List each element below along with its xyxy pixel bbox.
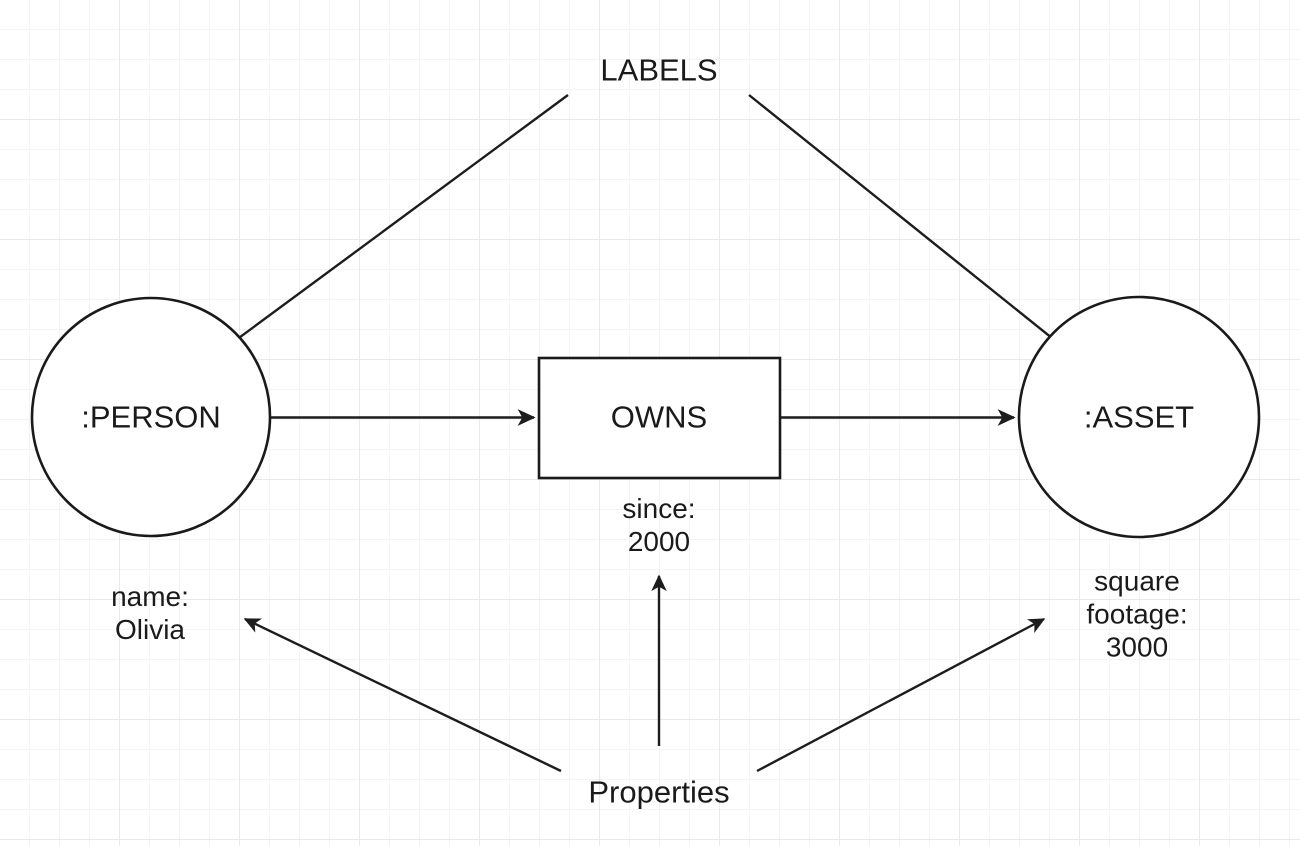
node-asset-circle[interactable] <box>1017 295 1261 539</box>
person-property-label: name: Olivia <box>111 580 189 645</box>
node-owns-label: OWNS <box>610 399 708 435</box>
node-person-label: :PERSON <box>81 399 221 435</box>
edge-properties-to-name-line <box>243 617 562 773</box>
edge-properties-to-footage <box>756 617 1046 773</box>
edge-labels-to-asset <box>748 94 1100 376</box>
properties-callout-text: Properties <box>588 774 730 810</box>
edge-labels-to-asset-line <box>748 94 1100 376</box>
edge-labels-to-person-line <box>184 94 569 378</box>
node-person-circle[interactable] <box>30 296 272 538</box>
node-owns-rectangle[interactable] <box>537 356 782 480</box>
labels-callout-text: LABELS <box>600 52 718 88</box>
node-asset-label: :ASSET <box>1083 399 1195 435</box>
asset-property-label: square footage: 3000 <box>1086 565 1188 663</box>
edge-properties-to-name <box>243 617 562 773</box>
edge-labels-to-person <box>184 94 569 378</box>
relationship-property-label: since: 2000 <box>622 492 696 557</box>
edge-properties-to-footage-line <box>756 617 1046 773</box>
